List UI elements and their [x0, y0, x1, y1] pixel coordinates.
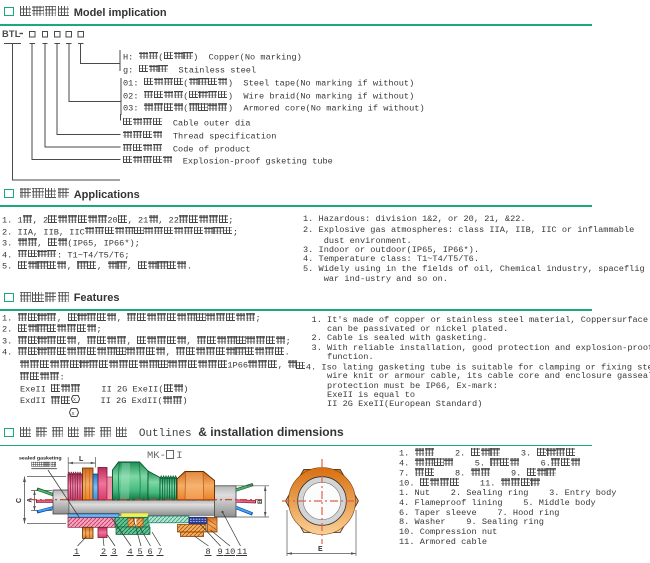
svg-text:11: 11 [237, 547, 247, 557]
svg-text:B: B [257, 499, 264, 504]
svg-text:4: 4 [128, 547, 133, 557]
svg-text:BTL: BTL [2, 29, 21, 39]
svg-text:E: E [318, 546, 323, 553]
svg-text:C: C [16, 498, 23, 503]
svg-text:6: 6 [148, 547, 153, 557]
svg-text:5: 5 [138, 547, 143, 557]
svg-text:9: 9 [218, 547, 223, 557]
svg-text:7: 7 [158, 547, 163, 557]
svg-text:10: 10 [225, 547, 235, 557]
svg-text:x: x [71, 410, 75, 417]
svg-text:2: 2 [101, 547, 106, 557]
svg-text:1: 1 [74, 547, 79, 557]
svg-text:x: x [73, 397, 76, 403]
svg-text:8: 8 [206, 547, 211, 557]
svg-text:3: 3 [112, 547, 117, 557]
svg-text:L: L [79, 456, 84, 463]
